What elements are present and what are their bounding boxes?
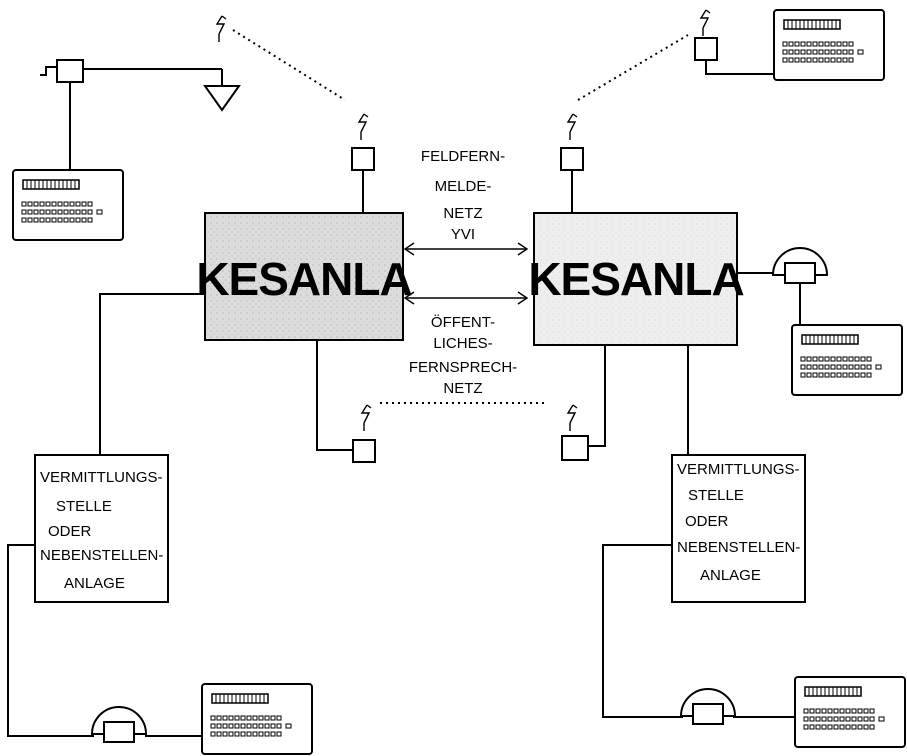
keyboard-icon: [773, 9, 885, 81]
telephone-icon: [91, 706, 147, 743]
exchange-right-line-1: VERMITTLUNGS-: [677, 461, 800, 478]
field-network-line-2: MELDE-: [435, 178, 492, 195]
kesanla-left-label: KESANLA: [196, 253, 411, 305]
kesanla-right-label: KESANLA: [528, 253, 743, 305]
kesanla-right[interactable]: KESANLA: [528, 212, 745, 346]
modem-top-right: [694, 37, 718, 61]
exchange-right-line-4: NEBENSTELLEN-: [677, 539, 800, 556]
exchange-right-line-5: ANLAGE: [700, 567, 761, 584]
public-network-line-1: ÖFFENT-: [431, 313, 495, 331]
exchange-left-line-3: ODER: [48, 523, 92, 540]
terminal-squares: [56, 37, 718, 463]
modem-top-left: [56, 59, 84, 83]
exchange-left-line-1: VERMITTLUNGS-: [40, 469, 163, 486]
directional-antenna-icon: [203, 85, 241, 112]
exchange-left-line-4: NEBENSTELLEN-: [40, 547, 163, 564]
field-network-line-4: YVI: [451, 226, 475, 243]
exchange-right-line-2: STELLE: [688, 487, 744, 504]
public-network-line-4: NETZ: [443, 380, 482, 397]
kesanla-left[interactable]: KESANLA: [196, 212, 413, 341]
radio-terminal-left-top: [351, 147, 375, 171]
exchange-left-line-5: ANLAGE: [64, 575, 125, 592]
field-network-line-1: FELDFERN-: [421, 148, 505, 165]
antenna-icon: [567, 113, 578, 141]
antenna-icon: [361, 404, 372, 432]
public-network-line-2: LICHES-: [433, 335, 492, 352]
telephone-icon: [680, 688, 736, 725]
connection-lines: [7, 58, 801, 737]
telephone-icon: [772, 247, 828, 284]
public-network-label: ÖFFENT- LICHES- FERNSPRECH- NETZ: [409, 313, 517, 397]
exchange-right[interactable]: VERMITTLUNGS- STELLE ODER NEBENSTELLEN- …: [671, 454, 806, 603]
exchange-left-line-2: STELLE: [56, 498, 112, 515]
radio-terminal-left-bottom: [352, 439, 376, 463]
radio-terminal-right-bottom: [561, 435, 589, 461]
keyboard-icon: [794, 676, 906, 748]
radio-terminal-right-top: [560, 147, 584, 171]
public-network-line-3: FERNSPRECH-: [409, 359, 517, 376]
radio-links: [232, 29, 689, 404]
exchange-left[interactable]: VERMITTLUNGS- STELLE ODER NEBENSTELLEN- …: [34, 454, 169, 603]
keyboard-icon: [791, 324, 903, 396]
antenna-icon: [216, 15, 227, 43]
network-arrows: [403, 242, 529, 305]
field-network-label: FELDFERN- MELDE- NETZ YVI: [421, 148, 505, 243]
exchange-right-line-3: ODER: [685, 513, 729, 530]
keyboard-icon: [12, 169, 124, 241]
antenna-icon: [358, 113, 369, 141]
antenna-icon: [700, 9, 711, 37]
keyboard-icon: [201, 683, 313, 755]
field-network-line-3: NETZ: [443, 205, 482, 222]
antenna-icon: [567, 404, 578, 432]
